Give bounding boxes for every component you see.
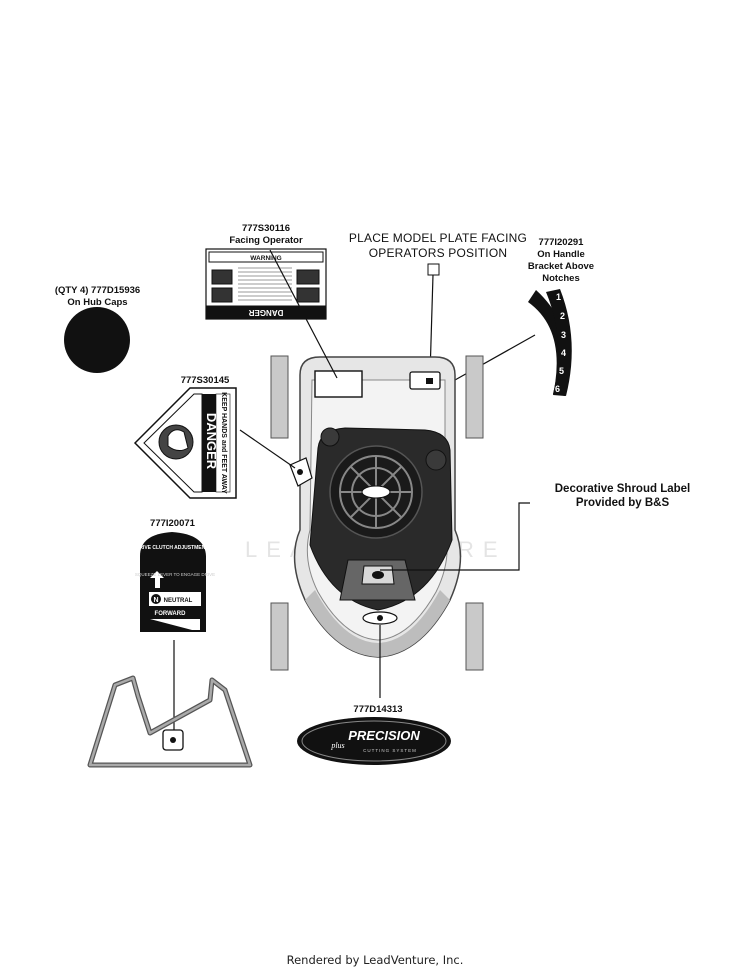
oil-cap bbox=[425, 449, 447, 471]
plus-text: plus bbox=[330, 741, 344, 750]
warning-decal-text: WARNING bbox=[250, 255, 281, 262]
danger-small-text: DANGER bbox=[248, 308, 283, 317]
notch-decal: 1 2 3 4 5 6 bbox=[528, 289, 572, 396]
danger-decal bbox=[133, 387, 237, 499]
clutch-title: DRIVE CLUTCH ADJUSTMENT bbox=[136, 545, 209, 551]
warning-decal bbox=[205, 248, 327, 320]
model-plate-line1: PLACE MODEL PLATE FACING bbox=[348, 231, 528, 245]
keep-hands-text: KEEP HANDS and FEET AWAY bbox=[220, 392, 227, 494]
notch-1: 1 bbox=[556, 292, 561, 302]
mower-wheels bbox=[270, 355, 484, 671]
notch-3: 3 bbox=[561, 330, 566, 340]
handle-bracket-line4: Notches bbox=[542, 273, 580, 284]
hub-caps-label: (QTY 4) 777D15936 On Hub Caps bbox=[40, 285, 155, 309]
handle-bracket-line3: Bracket Above bbox=[527, 261, 595, 272]
clutch-decal-label: 777I20071 bbox=[150, 518, 195, 529]
engine-badge bbox=[361, 485, 391, 499]
facing-operator-part: 777S30116 bbox=[241, 223, 291, 234]
model-plate-box bbox=[409, 371, 441, 390]
hub-caps-location: On Hub Caps bbox=[67, 297, 128, 308]
forward-text: FORWARD bbox=[155, 611, 187, 617]
handle-bracket-part: 777I20291 bbox=[538, 237, 584, 248]
shroud-leader bbox=[380, 502, 530, 571]
neutral-text: NEUTRAL bbox=[164, 598, 193, 604]
shroud-label: Decorative Shroud Label Provided by B&S bbox=[535, 482, 710, 510]
facing-operator-label: 777S30116 Facing Operator bbox=[210, 223, 322, 247]
model-plate-marker bbox=[427, 263, 440, 276]
clutch-decal bbox=[140, 532, 206, 632]
deck-front-shade bbox=[305, 590, 450, 657]
shroud-label-line1: Decorative Shroud Label bbox=[554, 483, 691, 495]
engine-cap bbox=[320, 427, 340, 447]
notch-5: 5 bbox=[559, 366, 564, 376]
notch-4: 4 bbox=[561, 348, 566, 358]
shroud-label-line2: Provided by B&S bbox=[575, 497, 670, 509]
cutting-system-text: CUTTING SYSTEM bbox=[363, 748, 417, 753]
handle-bracket-label: 777I20291 On Handle Bracket Above Notche… bbox=[520, 237, 602, 285]
precision-text: PRECISION bbox=[348, 728, 420, 743]
facing-operator-leader bbox=[269, 249, 338, 379]
n-letter: N bbox=[153, 597, 158, 604]
model-plate-label: PLACE MODEL PLATE FACING OPERATORS POSIT… bbox=[343, 231, 533, 261]
precision-decal-label: 777D14313 bbox=[353, 704, 403, 715]
model-plate-line2: OPERATORS POSITION bbox=[368, 246, 508, 260]
danger-decal-label: 777S30145 bbox=[180, 375, 230, 386]
precision-decal bbox=[297, 717, 451, 765]
squeeze-text: SQUEEZE LEVER TO ENGAGE DRIVE bbox=[135, 572, 215, 577]
hub-cap-decal bbox=[64, 307, 130, 373]
hub-caps-part: (QTY 4) 777D15936 bbox=[54, 285, 141, 296]
facing-operator-location: Facing Operator bbox=[229, 235, 303, 246]
footer-credit: Rendered by LeadVenture, Inc. bbox=[286, 953, 464, 967]
handle-bracket-line2: On Handle bbox=[537, 249, 585, 260]
danger-decal-leader bbox=[239, 429, 296, 469]
facing-operator-box bbox=[314, 370, 363, 398]
danger-big-text: DANGER bbox=[204, 413, 219, 470]
notch-6: 6 bbox=[555, 384, 560, 394]
notch-2: 2 bbox=[560, 311, 565, 321]
